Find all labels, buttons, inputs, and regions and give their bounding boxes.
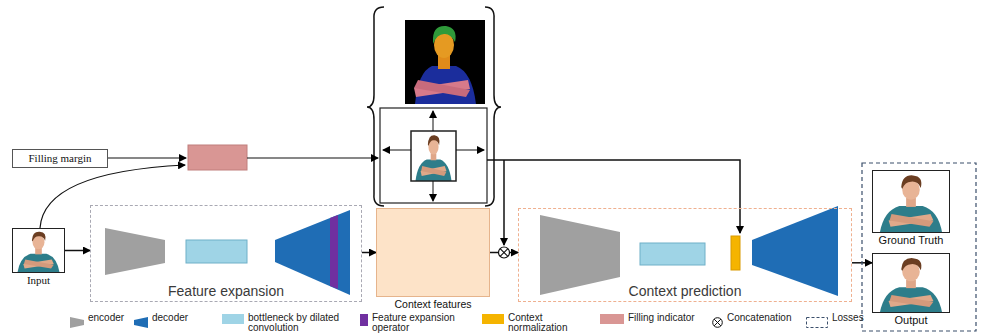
legend-symbol — [70, 314, 84, 332]
expand-arrow — [383, 150, 411, 151]
expand-arrow — [456, 150, 484, 151]
node-label: Output — [894, 314, 927, 326]
expand-arrow — [433, 181, 434, 201]
node-label: Feature expansion — [168, 283, 284, 299]
bottleneck-block — [186, 240, 247, 263]
legend-item: Losses — [806, 313, 877, 332]
input-box: Filling margin — [12, 149, 108, 168]
context-normalization-block — [731, 236, 740, 270]
legend-swatch — [360, 314, 368, 326]
node-label: Context features — [394, 298, 471, 310]
feature-block: Context features — [376, 208, 490, 297]
legend-label: bottleneck by dilated convolution — [248, 313, 343, 333]
legend-label: decoder — [152, 313, 188, 323]
legend-item: Filling indicator — [600, 313, 708, 324]
filling-indicator-block — [188, 145, 247, 170]
legend-label: encoder — [88, 313, 124, 323]
legend-item: decoder — [134, 313, 188, 332]
legend-symbol — [134, 314, 148, 332]
legend-item: Feature expansion operator — [360, 313, 464, 333]
encoder-shape — [540, 215, 620, 295]
bottleneck-block — [640, 243, 705, 265]
output-photo — [872, 253, 950, 313]
node-label: Context prediction — [629, 283, 742, 299]
legend-symbol — [712, 314, 723, 332]
legend-item: bottleneck by dilated convolution — [222, 313, 343, 333]
input-photo — [12, 228, 65, 273]
wire — [247, 157, 378, 158]
wire — [503, 160, 505, 245]
legend-label: Context normalization — [508, 313, 583, 333]
legend-label: Concatenation — [727, 313, 802, 323]
image-frame: Ground Truth — [872, 170, 950, 233]
ground-truth-photo — [872, 170, 950, 233]
legend-swatch — [482, 314, 504, 324]
concatenation-symbol — [499, 247, 510, 258]
legend-label: Losses — [832, 313, 877, 323]
encoder-shape — [105, 228, 165, 275]
wire — [487, 160, 740, 233]
legend-item: Context normalization — [482, 313, 583, 333]
image-frame: Input — [12, 228, 65, 273]
legend-swatch — [600, 314, 624, 324]
flow-arrow — [65, 250, 90, 252]
feature-expansion-operator — [330, 215, 338, 289]
decoder-shape — [752, 206, 838, 296]
legend-item: Concatenation — [712, 313, 802, 332]
losses-box — [862, 163, 976, 331]
node-label: Input — [27, 274, 50, 286]
decoder-shape — [275, 210, 350, 295]
node-label: Ground Truth — [879, 234, 944, 246]
small-photo-frame — [411, 131, 456, 181]
wire — [40, 165, 185, 228]
legend-label: Feature expansion operator — [372, 313, 464, 333]
segmentation-map — [405, 20, 485, 104]
flow-arrow — [362, 252, 376, 254]
small-photo — [411, 131, 456, 181]
legend-item: encoder — [70, 313, 124, 332]
module-group: Context prediction — [518, 208, 852, 302]
expand-arrow — [433, 111, 434, 131]
legend-swatch — [222, 314, 244, 324]
wire — [108, 157, 186, 158]
expansion-frame — [380, 108, 487, 203]
module-group: Feature expansion — [90, 205, 362, 302]
node-label: Filling margin — [28, 152, 91, 165]
image-frame: Output — [872, 253, 950, 313]
legend-symbol — [806, 314, 828, 332]
legend-label: Filling indicator — [628, 313, 708, 323]
